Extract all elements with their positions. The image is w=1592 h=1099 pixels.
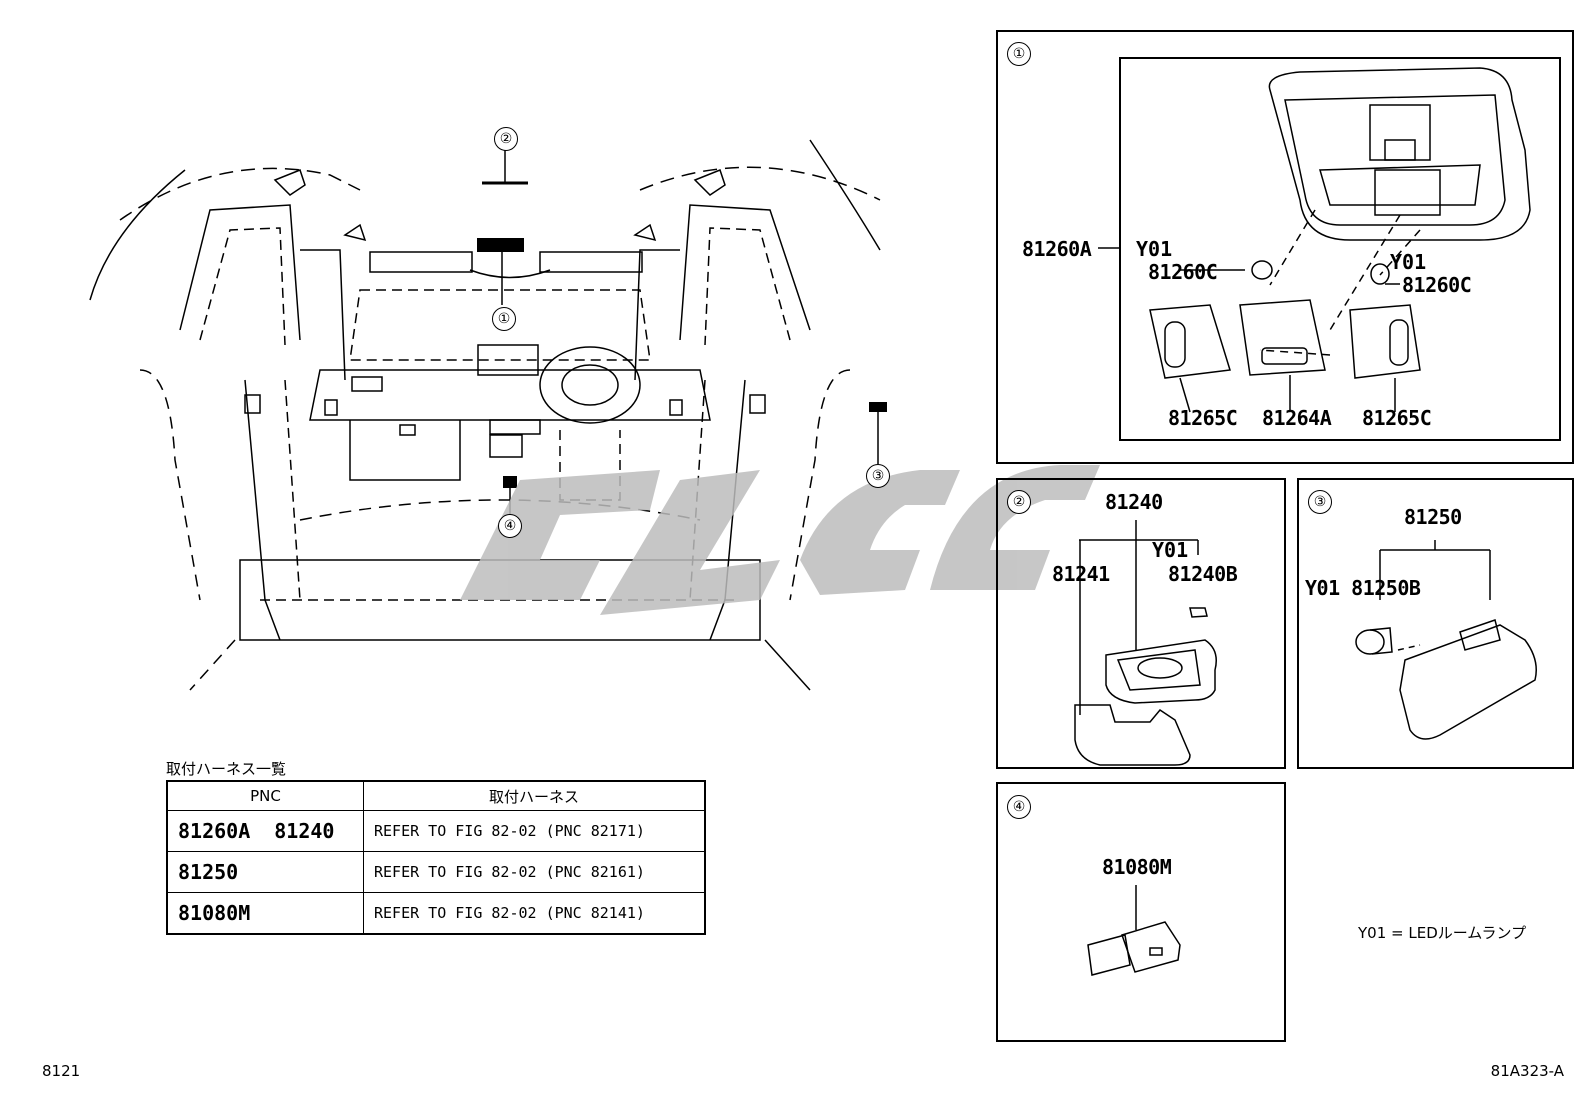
console-lamp-marker bbox=[503, 476, 517, 488]
header-harness: 取付ハーネス bbox=[363, 780, 706, 811]
panel-1-map-lamp bbox=[996, 30, 1574, 464]
label-81080M: 81080M bbox=[1102, 855, 1172, 879]
panel-3-callout: ③ bbox=[1308, 490, 1332, 514]
callout-4-overview: ④ bbox=[498, 514, 522, 538]
pnc-value: 81240 bbox=[274, 819, 335, 843]
ref-cell: REFER TO FIG 82-02 (PNC 82171) bbox=[363, 810, 706, 852]
label-y01-81250B: Y01 81250B bbox=[1305, 576, 1421, 600]
callout-markers bbox=[477, 150, 887, 515]
label-81265C-left: 81265C bbox=[1168, 406, 1238, 430]
label-81241: 81241 bbox=[1052, 562, 1110, 586]
label-81250: 81250 bbox=[1404, 505, 1462, 529]
panel-4-console-lamp bbox=[996, 782, 1286, 1042]
panel-1-callout: ① bbox=[1007, 42, 1031, 66]
ref-cell: REFER TO FIG 82-02 (PNC 82161) bbox=[363, 851, 706, 893]
watermark-logo bbox=[460, 465, 1100, 615]
pnc-value: 81080M bbox=[178, 901, 251, 925]
harness-table: PNC 取付ハーネス 81260A 81240 REFER TO FIG 82-0… bbox=[166, 780, 706, 935]
ref-cell: REFER TO FIG 82-02 (PNC 82141) bbox=[363, 892, 706, 935]
luggage-lamp-marker bbox=[869, 402, 887, 412]
pnc-cell: 81260A 81240 bbox=[166, 810, 364, 852]
label-y01-panel2: Y01 bbox=[1152, 538, 1189, 562]
panel-2-callout: ② bbox=[1007, 490, 1031, 514]
footer-right-code: 81A323-A bbox=[1490, 1062, 1564, 1080]
map-lamp-marker bbox=[477, 238, 524, 252]
label-81260C-right: 81260C bbox=[1402, 273, 1472, 297]
pnc-cell: 81250 bbox=[166, 851, 364, 893]
label-81260C-left: 81260C bbox=[1148, 260, 1218, 284]
label-y01-right: Y01 bbox=[1390, 250, 1427, 274]
legend-y01: Y01 = LEDルームランプ bbox=[1358, 924, 1527, 942]
callout-1-overview: ① bbox=[492, 307, 516, 331]
label-81240: 81240 bbox=[1105, 490, 1163, 514]
panel-1-drawing bbox=[1098, 57, 1561, 441]
harness-table-caption: 取付ハーネス一覧 bbox=[166, 760, 287, 778]
panel-4-callout: ④ bbox=[1007, 795, 1031, 819]
panel-4-drawing bbox=[1087, 885, 1181, 976]
label-81264A: 81264A bbox=[1262, 406, 1332, 430]
pnc-value: 81260A bbox=[178, 819, 251, 843]
callout-2-overview: ② bbox=[494, 127, 518, 151]
panel-2-drawing bbox=[1074, 520, 1217, 766]
panel-3-drawing bbox=[1355, 540, 1537, 740]
callout-3-overview: ③ bbox=[866, 464, 890, 488]
label-81240B: 81240B bbox=[1168, 562, 1238, 586]
label-y01-left: Y01 bbox=[1136, 237, 1173, 261]
pnc-cell: 81080M bbox=[166, 892, 364, 935]
table-row: 81080M REFER TO FIG 82-02 (PNC 82141) bbox=[166, 892, 706, 935]
header-pnc: PNC bbox=[166, 780, 364, 811]
footer-left-code: 8121 bbox=[42, 1062, 81, 1080]
pnc-value: 81250 bbox=[178, 860, 239, 884]
table-row: 81250 REFER TO FIG 82-02 (PNC 82161) bbox=[166, 851, 706, 893]
panel-2-room-lamp bbox=[996, 478, 1286, 769]
label-81260A: 81260A bbox=[1022, 237, 1092, 261]
vehicle-interior-drawing bbox=[89, 139, 881, 691]
label-81265C-right: 81265C bbox=[1362, 406, 1432, 430]
table-row: 81260A 81240 REFER TO FIG 82-02 (PNC 8217… bbox=[166, 810, 706, 852]
panel-3-luggage-lamp bbox=[1297, 478, 1574, 769]
